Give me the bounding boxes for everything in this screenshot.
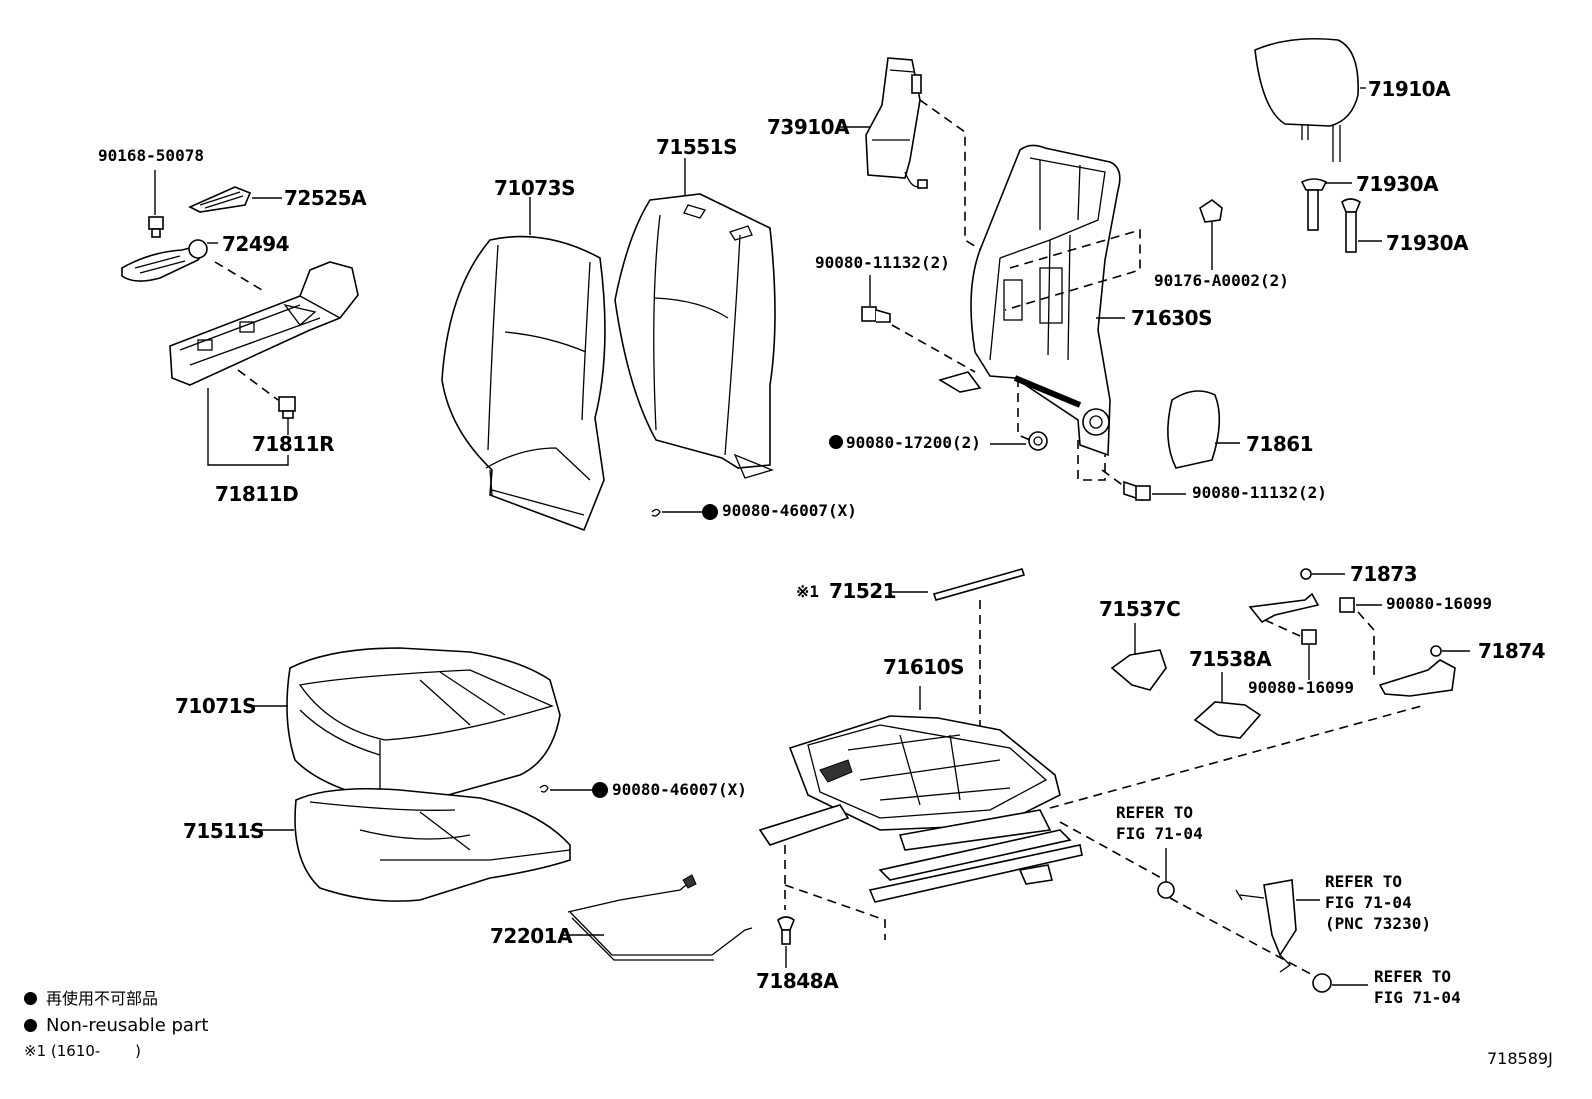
- label-73910A: 73910A: [767, 115, 850, 139]
- seat-frame-71610S: [758, 715, 1083, 903]
- refer-note-3-line1: REFER TO: [1374, 967, 1452, 986]
- label-71511S: 71511S: [183, 819, 264, 843]
- refer-note-3-line2: FIG 71-04: [1374, 988, 1461, 1007]
- refer-note-1-line2: FIG 71-04: [1116, 824, 1203, 843]
- refer-note-2-line2: FIG 71-04: [1325, 893, 1412, 912]
- label-90080-11132-lower: 90080-11132(2): [1192, 483, 1327, 502]
- seat-cover-71071S: [286, 647, 561, 801]
- pad-71861: [1167, 390, 1221, 469]
- label-90168-50078: 90168-50078: [98, 146, 204, 165]
- label-72494: 72494: [222, 232, 290, 256]
- legend-dot-en: [24, 1019, 37, 1032]
- label-71537C: 71537C: [1099, 597, 1181, 621]
- non-reusable-dot: [829, 435, 843, 449]
- legend-en: Non-reusable part: [24, 1017, 208, 1035]
- nut-refer-3: [1312, 973, 1332, 993]
- seat-pad-71511S: [294, 787, 571, 902]
- part-72494-knob: [121, 239, 208, 282]
- label-90080-46007-lower: 90080-46007(X): [612, 780, 747, 799]
- clip-71848A: [777, 916, 795, 945]
- bracket-71537C: [1110, 649, 1167, 691]
- legend-jp: 再使用不可部品: [24, 991, 158, 1007]
- refer-note-1: REFER TO FIG 71-04: [1116, 802, 1203, 844]
- refer-note-3: REFER TO FIG 71-04: [1374, 966, 1461, 1008]
- label-71930A-2: 71930A: [1386, 231, 1469, 255]
- bolt-90080-16099-a: [1339, 597, 1355, 613]
- label-71811D: 71811D: [215, 482, 299, 506]
- wire-72201A: [567, 874, 753, 961]
- label-71910A: 71910A: [1368, 77, 1451, 101]
- label-90080-17200: 90080-17200(2): [829, 435, 981, 451]
- strip-71521: [932, 568, 1026, 601]
- label-71538A: 71538A: [1189, 647, 1272, 671]
- label-71873: 71873: [1350, 562, 1418, 586]
- bracket-71874: [1378, 645, 1456, 697]
- refer-note-1-line1: REFER TO: [1116, 803, 1194, 822]
- label-71848A: 71848A: [756, 969, 839, 993]
- label-71874: 71874: [1478, 639, 1546, 663]
- bracket-71873: [1248, 568, 1320, 624]
- label-90176-A0002: 90176-A0002(2): [1154, 271, 1289, 290]
- guide-71930A-1: [1300, 178, 1328, 231]
- label-72525A: 72525A: [284, 186, 367, 210]
- seatbelt-buckle: [1235, 879, 1297, 973]
- part-71811D-shield: [169, 261, 359, 386]
- label-90080-16099-b: 90080-16099: [1248, 678, 1354, 697]
- label-90080-11132-upper: 90080-11132(2): [815, 253, 950, 272]
- label-71610S: 71610S: [883, 655, 964, 679]
- label-71630S: 71630S: [1131, 306, 1212, 330]
- part-72525A-cover: [188, 186, 252, 213]
- nut-90080-17200: [1028, 431, 1048, 451]
- bolt-90080-11132-lower: [1123, 480, 1151, 502]
- label-71551S: 71551S: [656, 135, 737, 159]
- seatback-cover-71073S: [441, 235, 606, 532]
- figure-id: 718589J: [1487, 1049, 1553, 1068]
- refer-note-2-line1: REFER TO: [1325, 872, 1403, 891]
- label-90080-46007-upper: 90080-46007(X): [722, 501, 857, 520]
- label-71521: 71521: [829, 579, 897, 603]
- nut-refer-1: [1157, 881, 1175, 899]
- refer-note-2: REFER TO FIG 71-04 (PNC 73230): [1325, 871, 1431, 934]
- airbag-73910A: [865, 57, 928, 189]
- legend-jp-text: 再使用不可部品: [46, 989, 159, 1008]
- label-71521-mark: ※1: [796, 582, 820, 601]
- bolt-90168: [148, 216, 164, 238]
- label-71073S: 71073S: [494, 176, 575, 200]
- guide-71930A-2: [1341, 198, 1361, 253]
- refer-note-2-line3: (PNC 73230): [1325, 914, 1431, 933]
- legend-note: ※1 (1610- ): [24, 1042, 141, 1060]
- seatback-pad-71551S: [614, 193, 776, 479]
- legend-en-text: Non-reusable part: [46, 1015, 209, 1036]
- label-90080-16099-a: 90080-16099: [1386, 594, 1492, 613]
- nut-90176: [1199, 199, 1223, 223]
- bolt-90080-11132-upper: [861, 306, 891, 323]
- bracket-71538A: [1193, 701, 1262, 739]
- legend-dot-jp: [24, 992, 37, 1005]
- label-90080-17200-text: 90080-17200(2): [846, 433, 981, 452]
- label-72201A: 72201A: [490, 924, 573, 948]
- seatback-frame-71630S: [938, 144, 1121, 457]
- label-71930A-1: 71930A: [1356, 172, 1439, 196]
- label-71861: 71861: [1246, 432, 1314, 456]
- clip-71811R: [278, 396, 296, 419]
- label-71071S: 71071S: [175, 694, 256, 718]
- headrest-71910A: [1254, 38, 1359, 162]
- label-71811R: 71811R: [252, 432, 334, 456]
- bolt-90080-16099-b: [1301, 629, 1317, 645]
